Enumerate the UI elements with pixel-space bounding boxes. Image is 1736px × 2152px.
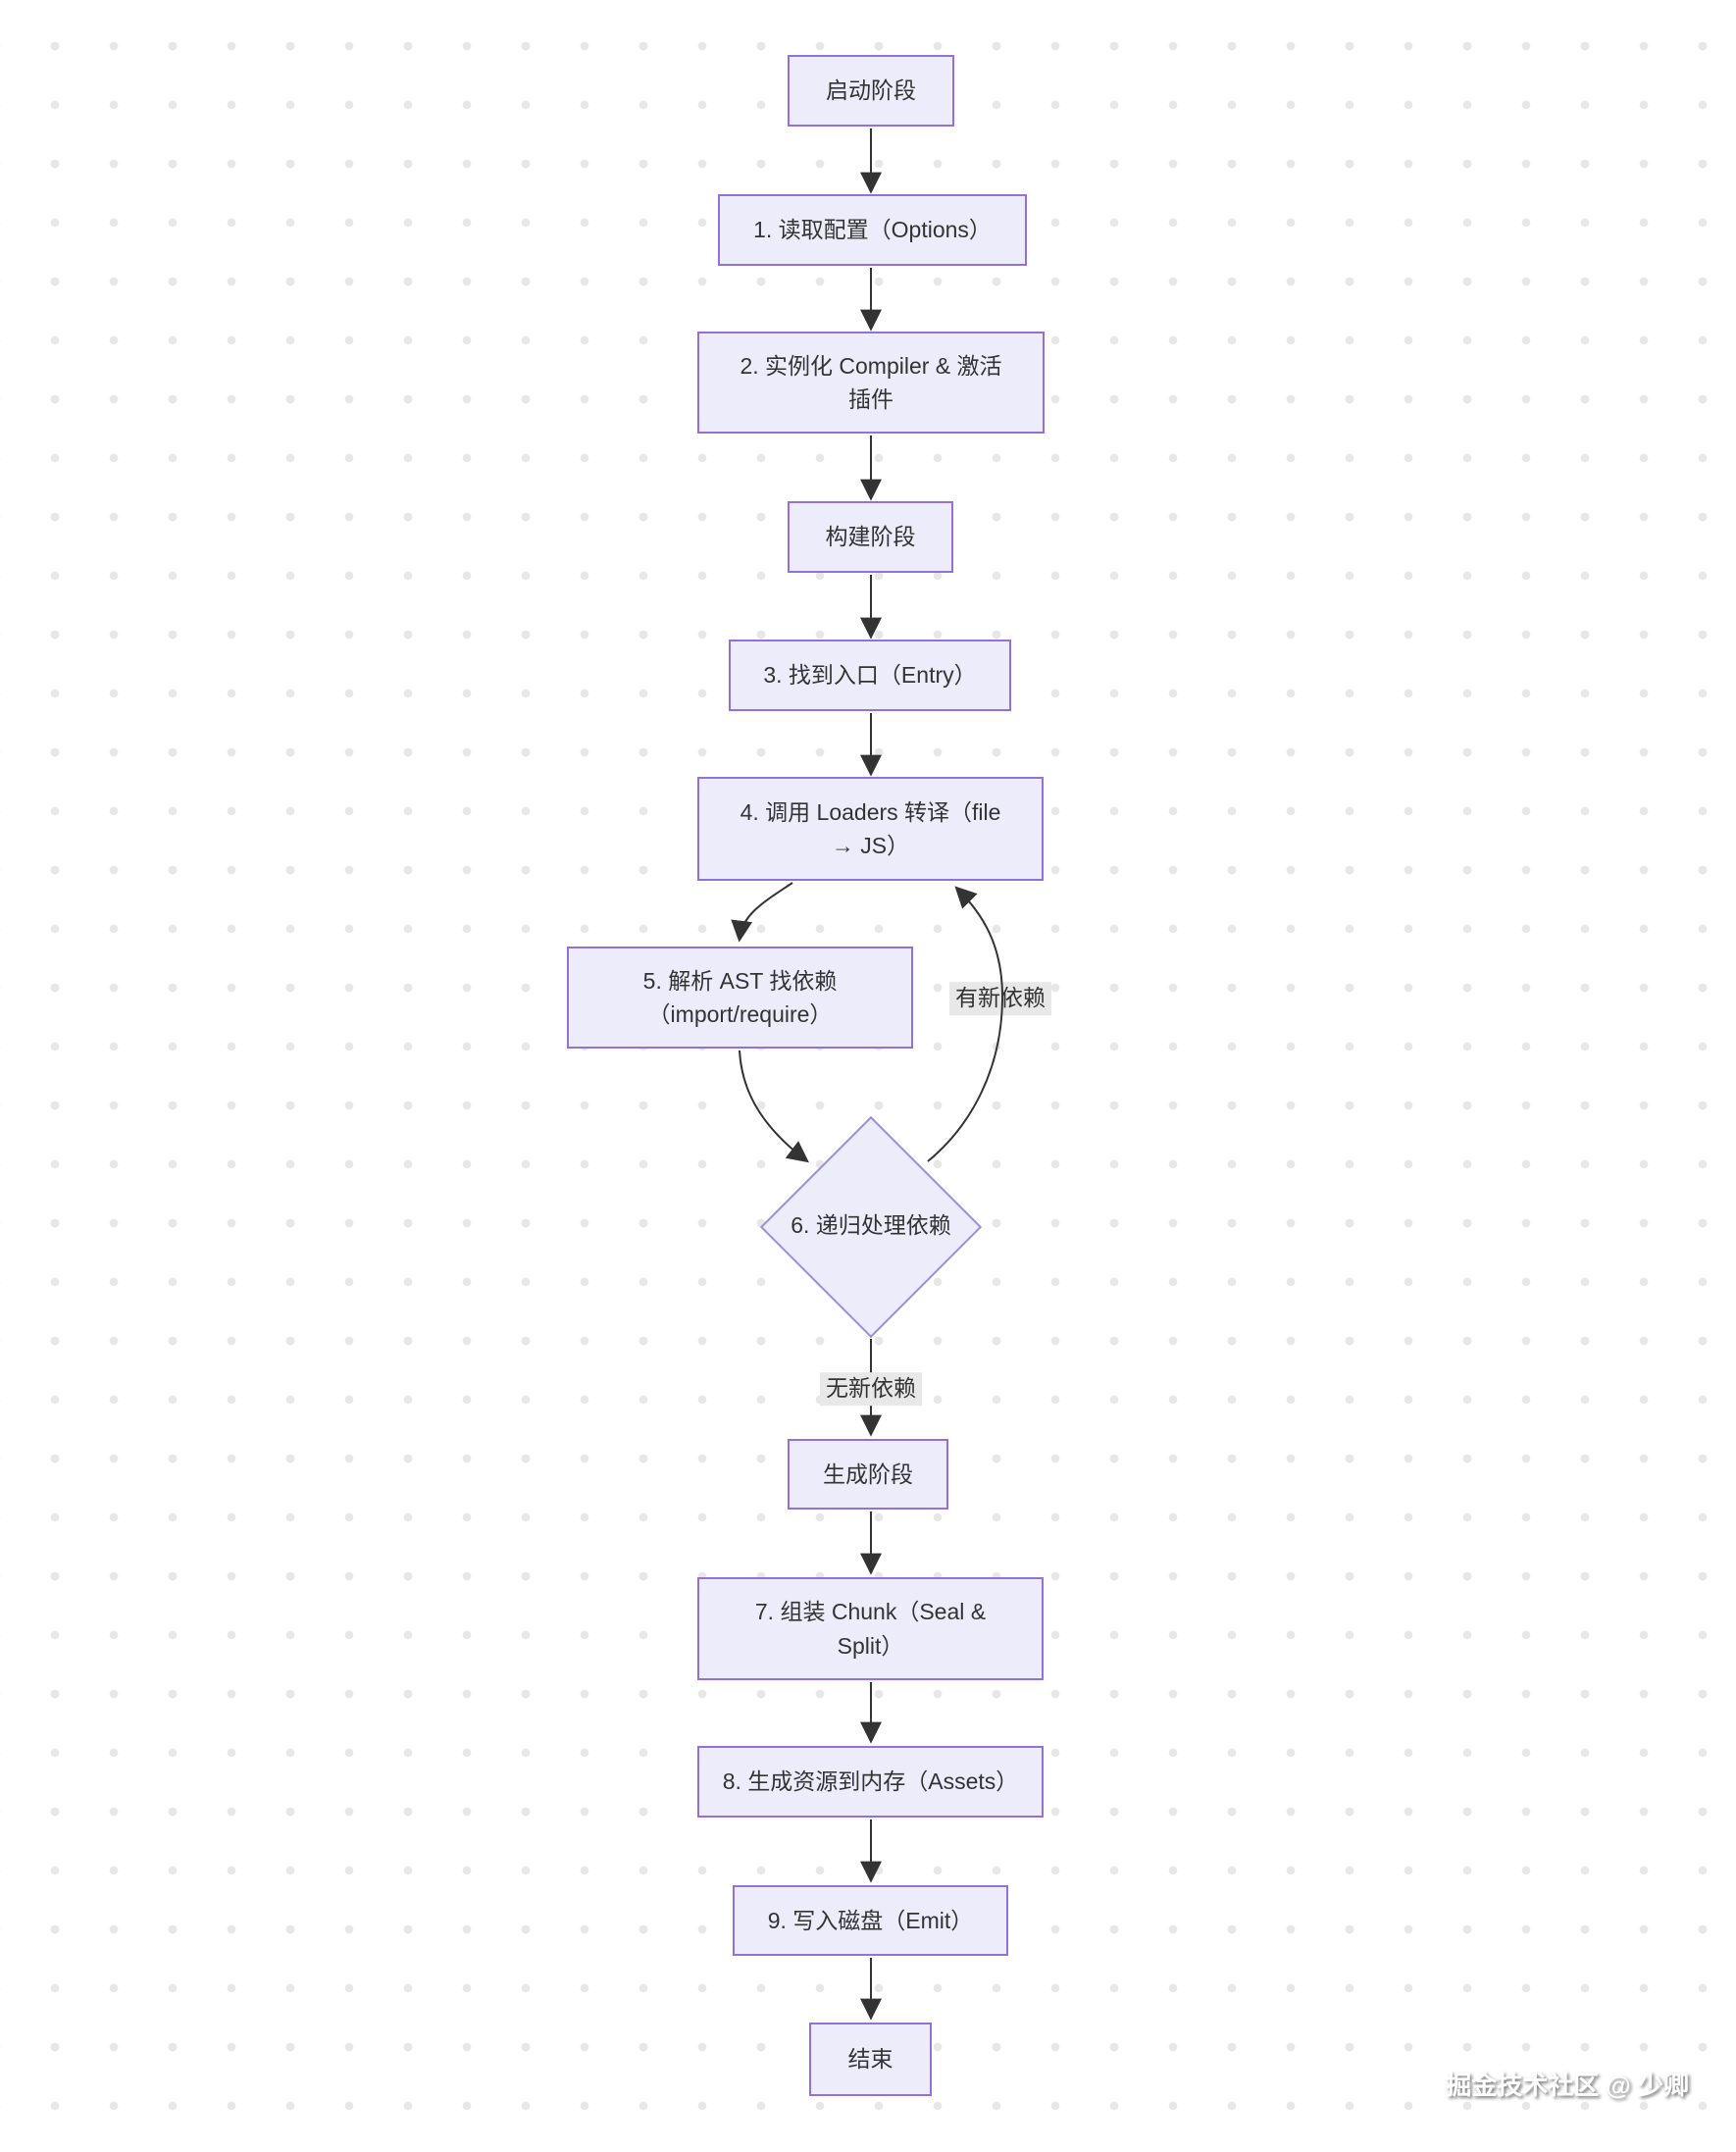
decision-recursive-dependencies-label: 6. 递归处理依赖 <box>791 1212 951 1238</box>
node-generate-assets: 8. 生成资源到内存（Assets） <box>697 1746 1044 1818</box>
node-assemble-chunk: 7. 组装 Chunk（Seal & Split） <box>697 1577 1044 1680</box>
node-call-loaders: 4. 调用 Loaders 转译（file → JS） <box>697 777 1044 881</box>
node-start-phase: 启动阶段 <box>788 55 954 127</box>
edge-step6-to-step4-has-new <box>927 886 1004 1162</box>
edge-label-no-new-dependency: 无新依赖 <box>820 1372 922 1406</box>
node-end: 结束 <box>809 2023 932 2096</box>
node-parse-ast: 5. 解析 AST 找依赖 （import/require） <box>567 947 913 1049</box>
watermark: 掘金技术社区 @ 少卿 <box>1446 2071 1689 2100</box>
edge-label-has-new-dependency: 有新依赖 <box>949 982 1051 1015</box>
node-write-disk: 9. 写入磁盘（Emit） <box>733 1885 1008 1956</box>
node-generate-phase: 生成阶段 <box>788 1439 948 1510</box>
edge-step5-to-step6 <box>739 1050 809 1163</box>
node-instantiate-compiler: 2. 实例化 Compiler & 激活 插件 <box>697 332 1045 434</box>
node-build-phase: 构建阶段 <box>788 501 953 573</box>
edge-step4-to-step5 <box>731 882 793 943</box>
node-find-entry: 3. 找到入口（Entry） <box>729 640 1011 711</box>
node-read-options: 1. 读取配置（Options） <box>718 194 1027 266</box>
